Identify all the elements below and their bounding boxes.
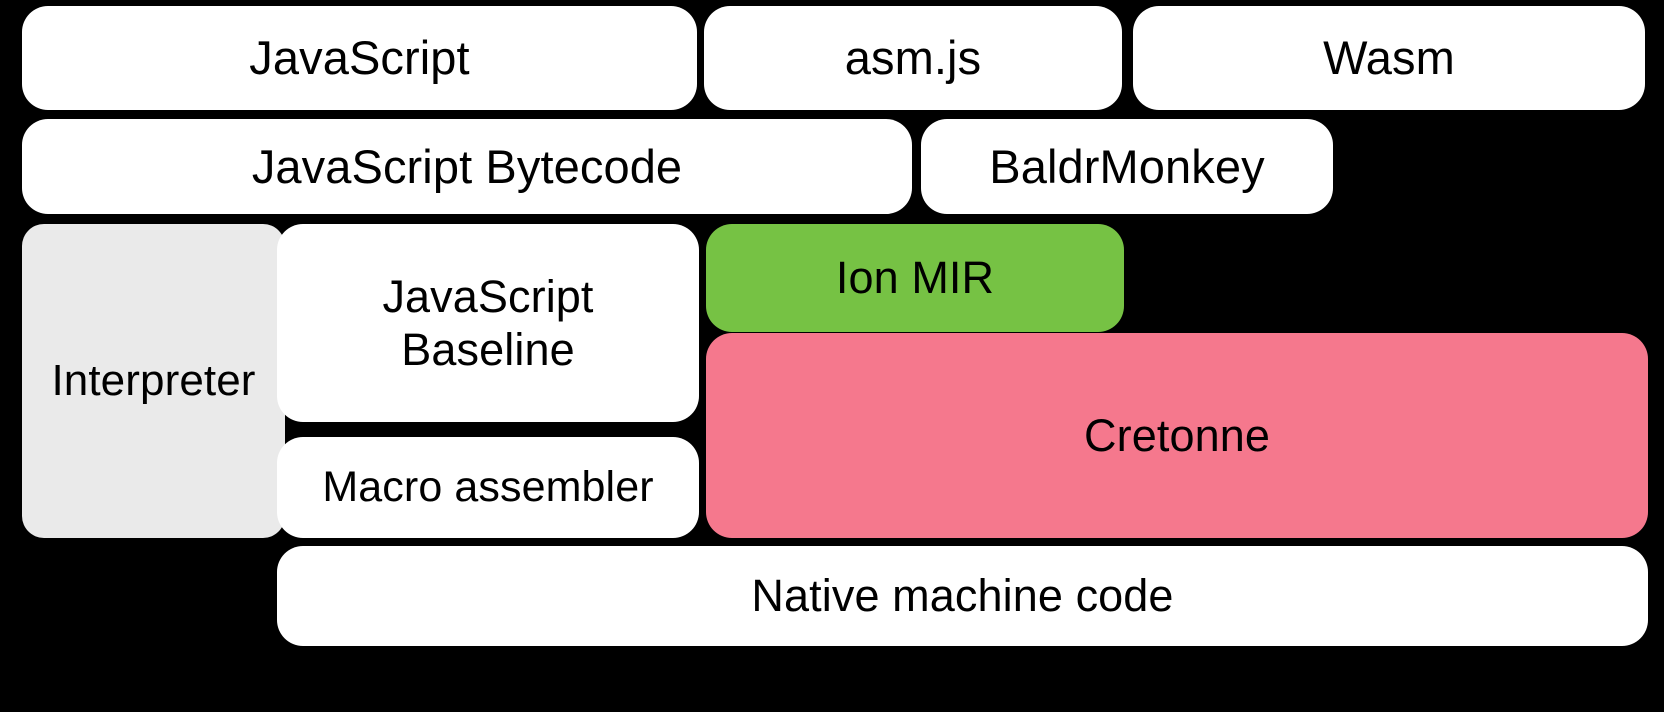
node-native-machine-code[interactable]: Native machine code [277, 546, 1648, 646]
node-interpreter[interactable]: Interpreter [22, 224, 285, 538]
node-cretonne[interactable]: Cretonne [706, 333, 1648, 538]
node-javascript-bytecode[interactable]: JavaScript Bytecode [22, 119, 912, 214]
node-asm-js[interactable]: asm.js [704, 6, 1122, 110]
node-ion-mir[interactable]: Ion MIR [706, 224, 1124, 332]
node-javascript-baseline[interactable]: JavaScript Baseline [277, 224, 699, 422]
node-javascript[interactable]: JavaScript [22, 6, 697, 110]
node-macro-assembler[interactable]: Macro assembler [277, 437, 699, 538]
node-wasm[interactable]: Wasm [1133, 6, 1645, 110]
node-baldrmonkey[interactable]: BaldrMonkey [921, 119, 1333, 214]
